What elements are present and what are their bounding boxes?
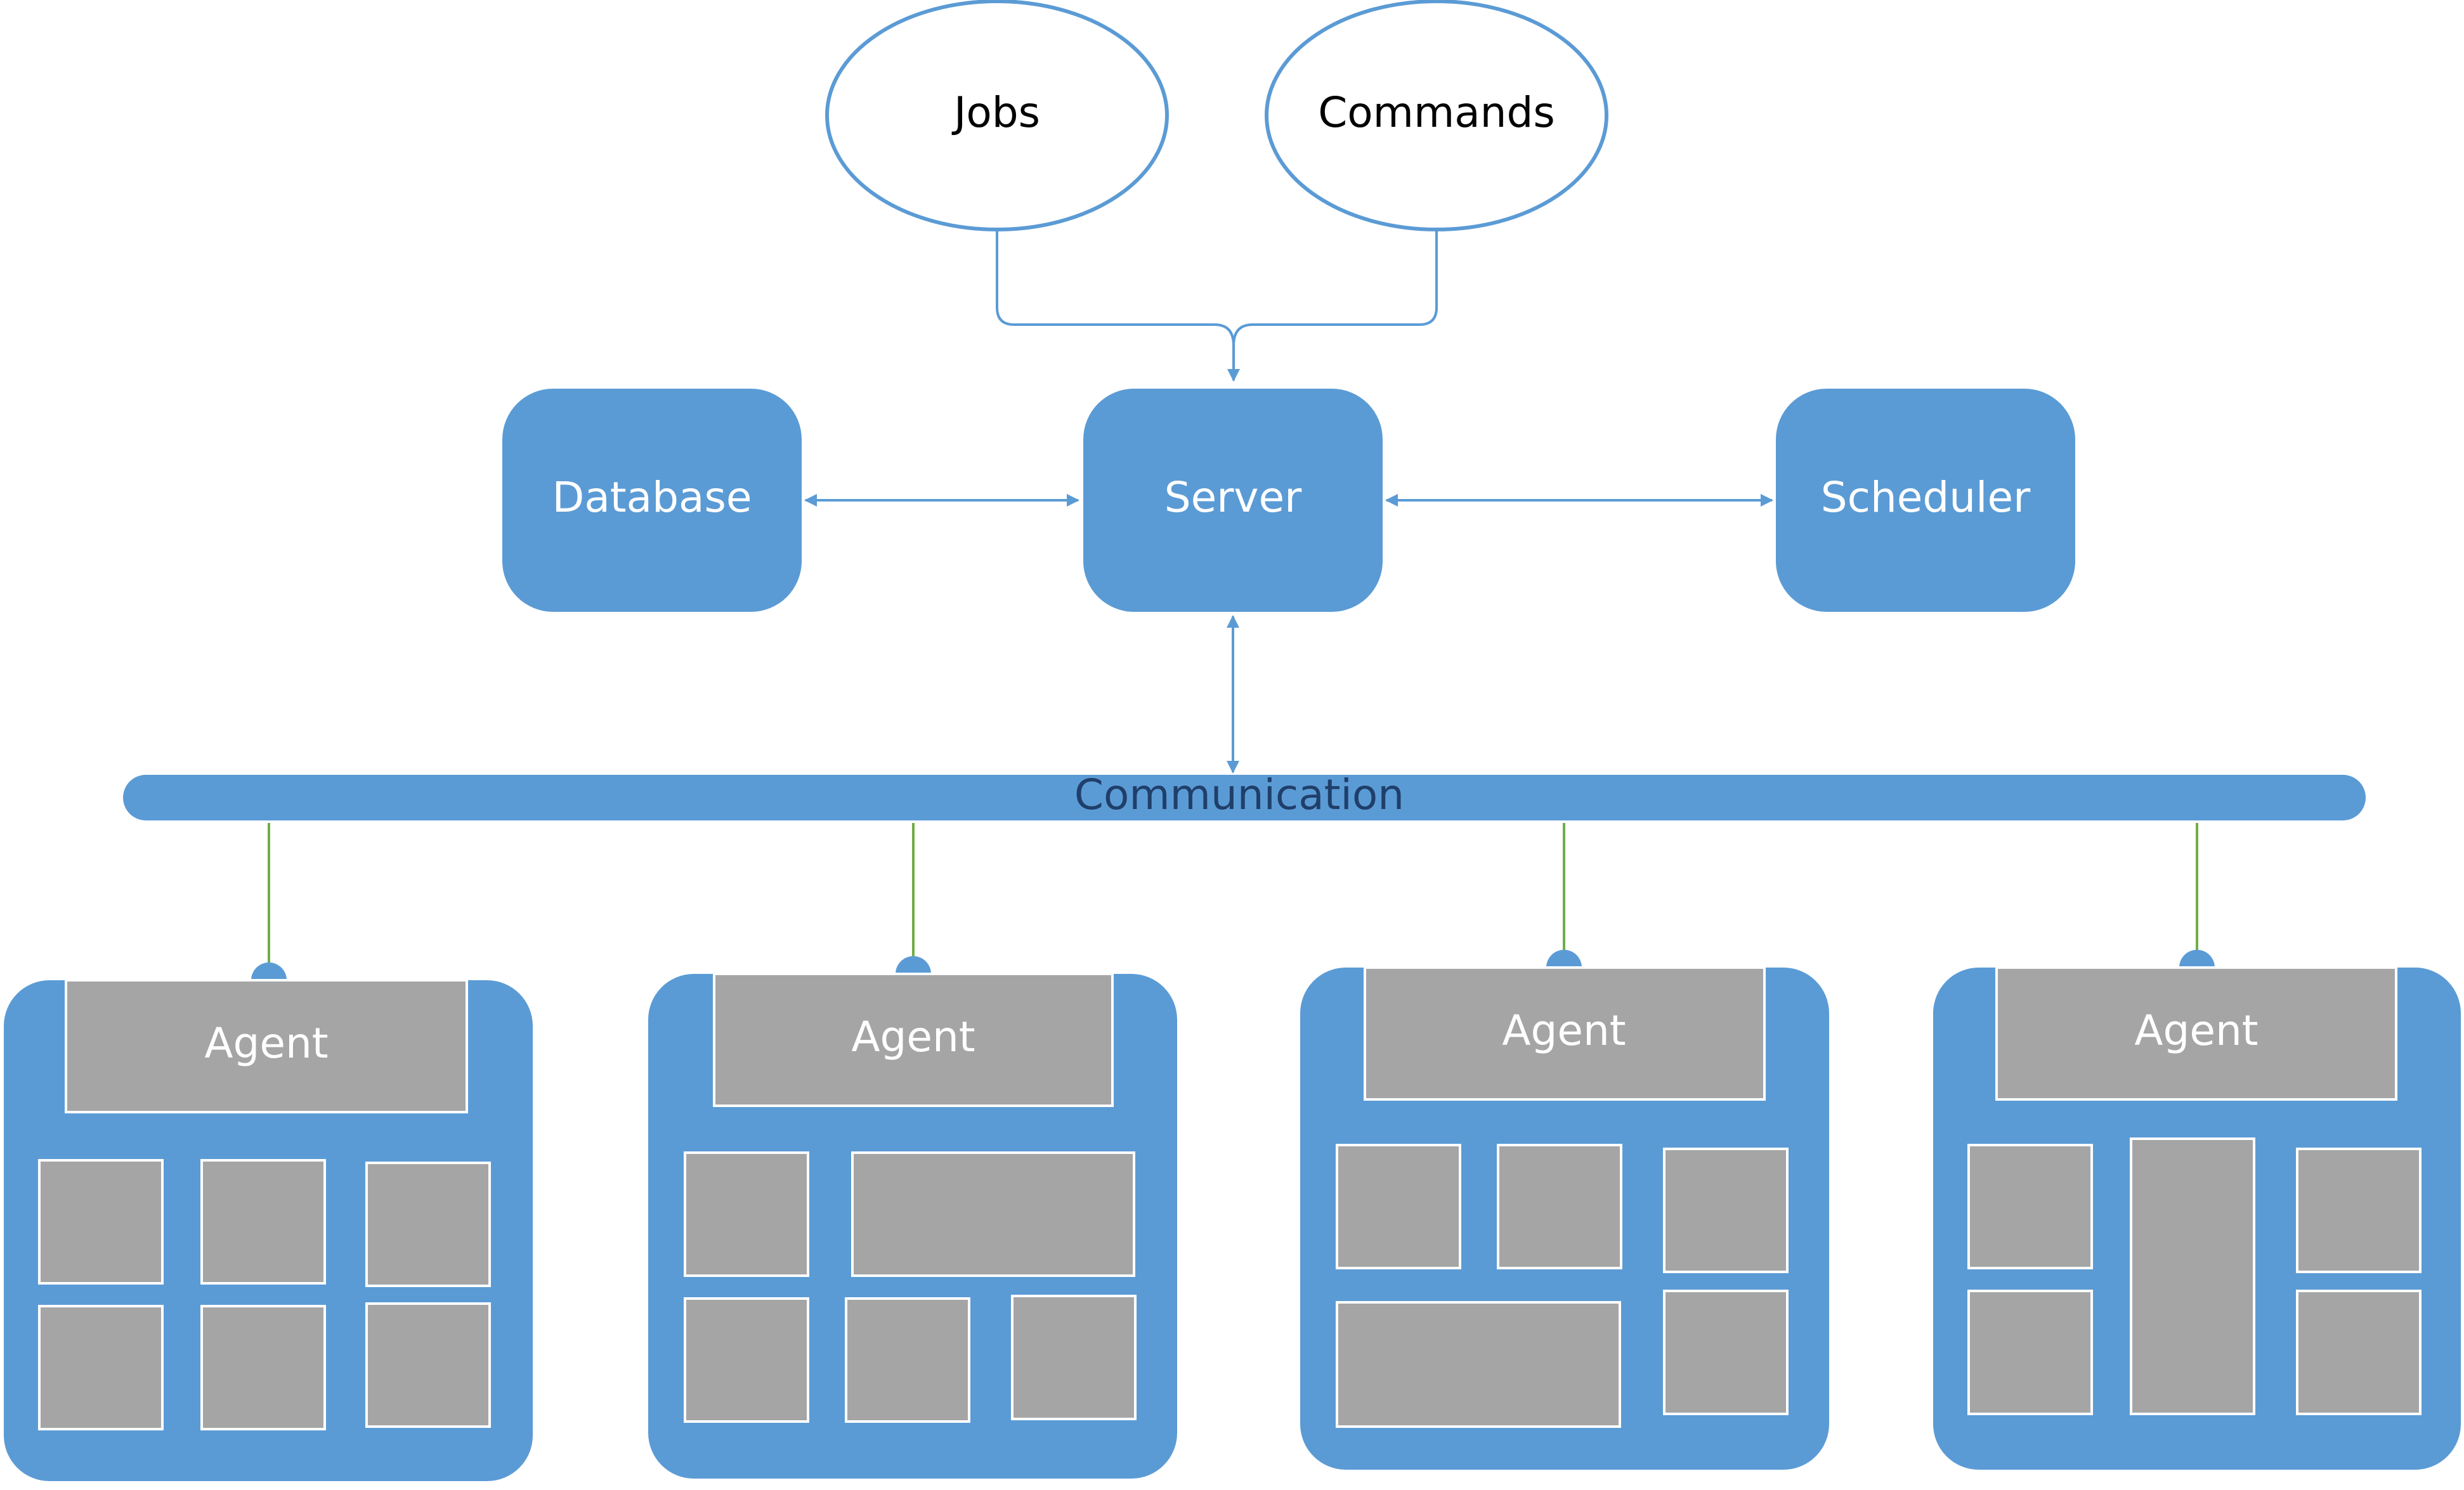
agent-module bbox=[1663, 1148, 1789, 1273]
server-label: Server bbox=[1164, 473, 1302, 522]
agent-connectors bbox=[251, 823, 2215, 980]
agent-module bbox=[38, 1159, 164, 1285]
agent-module bbox=[684, 1297, 809, 1423]
communication-label: Communication bbox=[1074, 770, 1404, 819]
agent-module bbox=[365, 1302, 491, 1428]
commands-label: Commands bbox=[1318, 88, 1555, 137]
agent-module bbox=[1336, 1144, 1461, 1269]
agent-module bbox=[200, 1159, 326, 1285]
agent-module bbox=[200, 1305, 326, 1430]
agent-module bbox=[851, 1151, 1135, 1277]
agent-label-1: Agent bbox=[204, 1019, 328, 1068]
agent-label-4: Agent bbox=[2134, 1006, 2258, 1055]
agent-header-4 bbox=[1995, 966, 2397, 1101]
jobs-node: Jobs bbox=[825, 0, 1169, 231]
agent-module bbox=[845, 1297, 970, 1423]
agent-header-3 bbox=[1364, 966, 1766, 1101]
agent-label-2: Agent bbox=[851, 1013, 975, 1061]
jobs-to-server-connector bbox=[996, 230, 1240, 382]
agent-module bbox=[1497, 1144, 1622, 1269]
agent-module bbox=[684, 1151, 809, 1277]
agent-module bbox=[38, 1305, 164, 1430]
agent-connector-cap-4 bbox=[2179, 950, 2215, 968]
agent-label-3: Agent bbox=[1502, 1006, 1626, 1055]
agent-host-4: Agent bbox=[1933, 966, 2461, 1470]
agent-module bbox=[2296, 1148, 2422, 1273]
agent-connector-cap-3 bbox=[1546, 950, 1582, 968]
communication-bus: Communication bbox=[123, 770, 2366, 820]
commands-node: Commands bbox=[1265, 0, 1608, 231]
server-node: Server bbox=[1083, 389, 1383, 612]
agent-module bbox=[1336, 1301, 1621, 1428]
agent-host-1: Agent bbox=[4, 979, 533, 1481]
scheduler-label: Scheduler bbox=[1821, 473, 2031, 522]
agent-host-2: Agent bbox=[648, 973, 1177, 1479]
agent-module bbox=[2296, 1290, 2422, 1415]
agent-connector-cap-2 bbox=[896, 956, 931, 974]
agent-header-2 bbox=[713, 973, 1114, 1107]
scheduler-node: Scheduler bbox=[1776, 389, 2075, 612]
database-node: Database bbox=[502, 389, 802, 612]
agent-module bbox=[2130, 1137, 2255, 1415]
agent-module bbox=[1011, 1295, 1137, 1420]
agent-module bbox=[1967, 1290, 2093, 1415]
database-label: Database bbox=[552, 473, 752, 522]
agent-module bbox=[1663, 1290, 1789, 1415]
jobs-label: Jobs bbox=[951, 88, 1040, 137]
commands-to-server-connector bbox=[1232, 230, 1438, 346]
agent-header-1 bbox=[65, 979, 468, 1113]
agent-host-3: Agent bbox=[1300, 966, 1829, 1470]
agent-connector-cap-1 bbox=[251, 962, 287, 980]
agent-module bbox=[1967, 1144, 2093, 1269]
agent-module bbox=[365, 1162, 491, 1287]
